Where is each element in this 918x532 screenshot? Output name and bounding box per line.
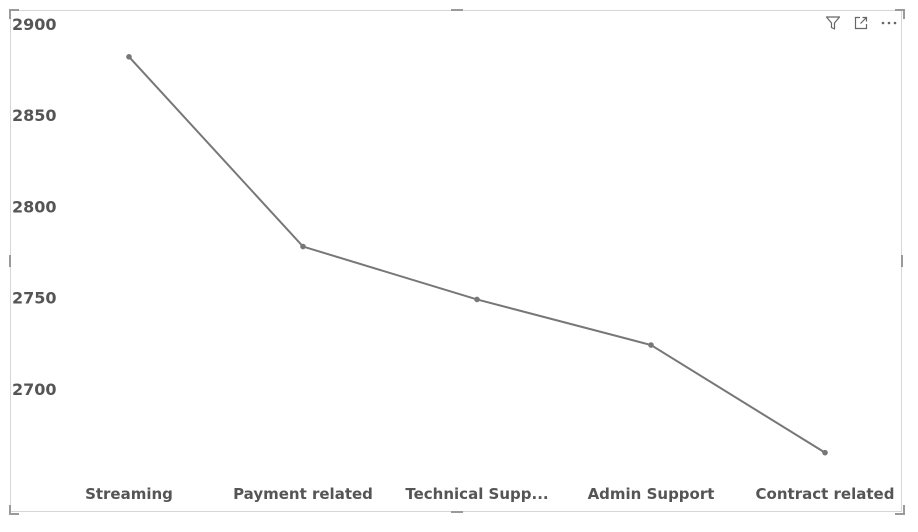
- y-tick-label: 2750: [12, 289, 57, 308]
- resize-corner-top-left[interactable]: [9, 9, 19, 19]
- x-tick-label: Payment related: [233, 485, 373, 503]
- resize-corner-bottom-right[interactable]: [895, 505, 905, 515]
- filter-icon[interactable]: [824, 14, 842, 32]
- data-point[interactable]: [300, 243, 306, 250]
- data-point[interactable]: [648, 342, 654, 348]
- x-tick-label: Admin Support: [588, 485, 715, 503]
- series: [126, 54, 828, 456]
- series-line[interactable]: [128, 56, 826, 454]
- y-tick-label: 2900: [12, 15, 57, 34]
- x-tick-label: Streaming: [85, 485, 173, 503]
- data-point[interactable]: [126, 54, 132, 60]
- resize-handle-right[interactable]: [901, 255, 903, 267]
- x-tick-label: Technical Supp...: [405, 485, 548, 503]
- resize-handle-bottom[interactable]: [451, 511, 463, 513]
- y-tick-label: 2850: [12, 106, 57, 125]
- resize-handle-top[interactable]: [451, 9, 463, 11]
- y-tick-label: 2700: [12, 380, 57, 399]
- y-tick-label: 2800: [12, 197, 57, 216]
- resize-handle-left[interactable]: [9, 255, 11, 267]
- x-tick-label: Contract related: [756, 485, 895, 503]
- data-point[interactable]: [822, 449, 828, 456]
- x-axis: Streaming Payment related Technical Supp..…: [85, 485, 894, 503]
- resize-corner-bottom-left[interactable]: [9, 505, 19, 515]
- data-point[interactable]: [474, 296, 480, 303]
- line-chart-visual[interactable]: [10, 10, 902, 512]
- visual-header-toolbar: [824, 14, 898, 32]
- more-options-icon[interactable]: [880, 14, 898, 32]
- y-axis: 2700 2750 2800 2850 2900: [12, 15, 57, 399]
- resize-corner-top-right[interactable]: [895, 9, 905, 19]
- focus-mode-icon[interactable]: [852, 14, 870, 32]
